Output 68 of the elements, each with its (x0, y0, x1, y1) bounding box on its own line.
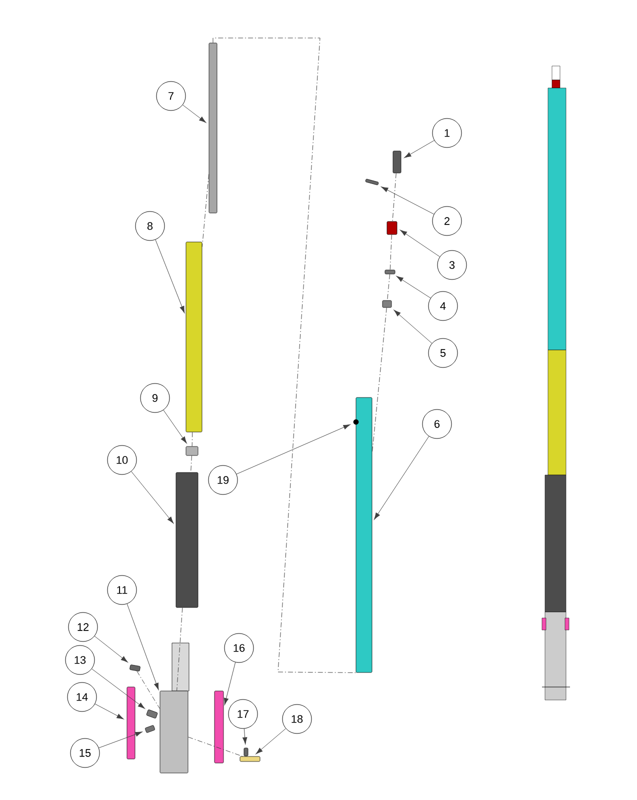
block-part (386, 221, 398, 235)
assembly-line (392, 172, 396, 222)
assembly-line (188, 736, 243, 757)
callout-number: 3 (437, 250, 467, 280)
tube-part (186, 242, 202, 432)
callout-number: 16 (224, 633, 254, 663)
leader-line (94, 704, 124, 720)
leader-line (224, 662, 236, 706)
leader-line (404, 140, 434, 158)
bolt-part (146, 710, 158, 718)
leader-line (182, 104, 206, 123)
callout-number: 2 (432, 206, 462, 236)
leader-line (396, 276, 431, 298)
leader-line (400, 230, 440, 257)
pad-part (240, 756, 260, 762)
leader-line (92, 668, 145, 709)
fork-part (160, 642, 190, 774)
callout-number: 12 (68, 612, 98, 642)
washer-part (384, 270, 396, 274)
callout-number: 8 (135, 211, 165, 241)
leader-line (236, 424, 350, 474)
callout-number: 5 (428, 338, 458, 368)
callout-number: 18 (282, 704, 312, 734)
leader-line (394, 310, 432, 344)
callout-number: 9 (140, 383, 170, 413)
callout-number: 19 (208, 465, 238, 495)
leader-line (131, 471, 174, 524)
assembly-line (192, 432, 193, 447)
bolt-part (145, 725, 155, 733)
cap-part (392, 150, 402, 174)
sleeve-part (176, 472, 198, 608)
callout-number: 11 (107, 575, 137, 605)
leader-line (163, 410, 187, 444)
pin-part (353, 419, 359, 425)
bolt-part (130, 664, 140, 672)
assembly-line (387, 274, 390, 301)
callout-number: 7 (156, 81, 186, 111)
leader-line (155, 239, 185, 314)
assembly-line (136, 670, 160, 709)
callout-number: 1 (432, 118, 462, 148)
callout-number: 4 (428, 291, 458, 321)
leader-line (98, 732, 142, 748)
leader-line (242, 728, 248, 744)
pin-part (244, 748, 248, 756)
plate-part (214, 690, 224, 764)
leader-line (381, 186, 434, 214)
callout-number: 6 (422, 409, 452, 439)
assembly-line (212, 38, 356, 673)
plate-part (126, 686, 136, 760)
tube-part (356, 397, 372, 673)
leader-line (256, 728, 286, 754)
callout-number: 13 (65, 645, 95, 675)
assembly-line (176, 607, 183, 692)
hook-part (365, 178, 379, 186)
callout-number: 17 (228, 699, 258, 729)
assembly-line (190, 455, 192, 473)
assembly-line (202, 174, 210, 248)
nut-part (382, 300, 392, 308)
callout-number: 10 (107, 445, 137, 475)
assembly-line (372, 307, 387, 453)
leader-line (374, 436, 430, 520)
callout-number: 15 (70, 738, 100, 768)
leader-line (126, 604, 159, 690)
assembly-line (390, 234, 392, 270)
leader-line (94, 636, 128, 662)
callout-number: 14 (67, 682, 97, 712)
rod-part (208, 42, 218, 214)
nut-part (186, 446, 198, 456)
